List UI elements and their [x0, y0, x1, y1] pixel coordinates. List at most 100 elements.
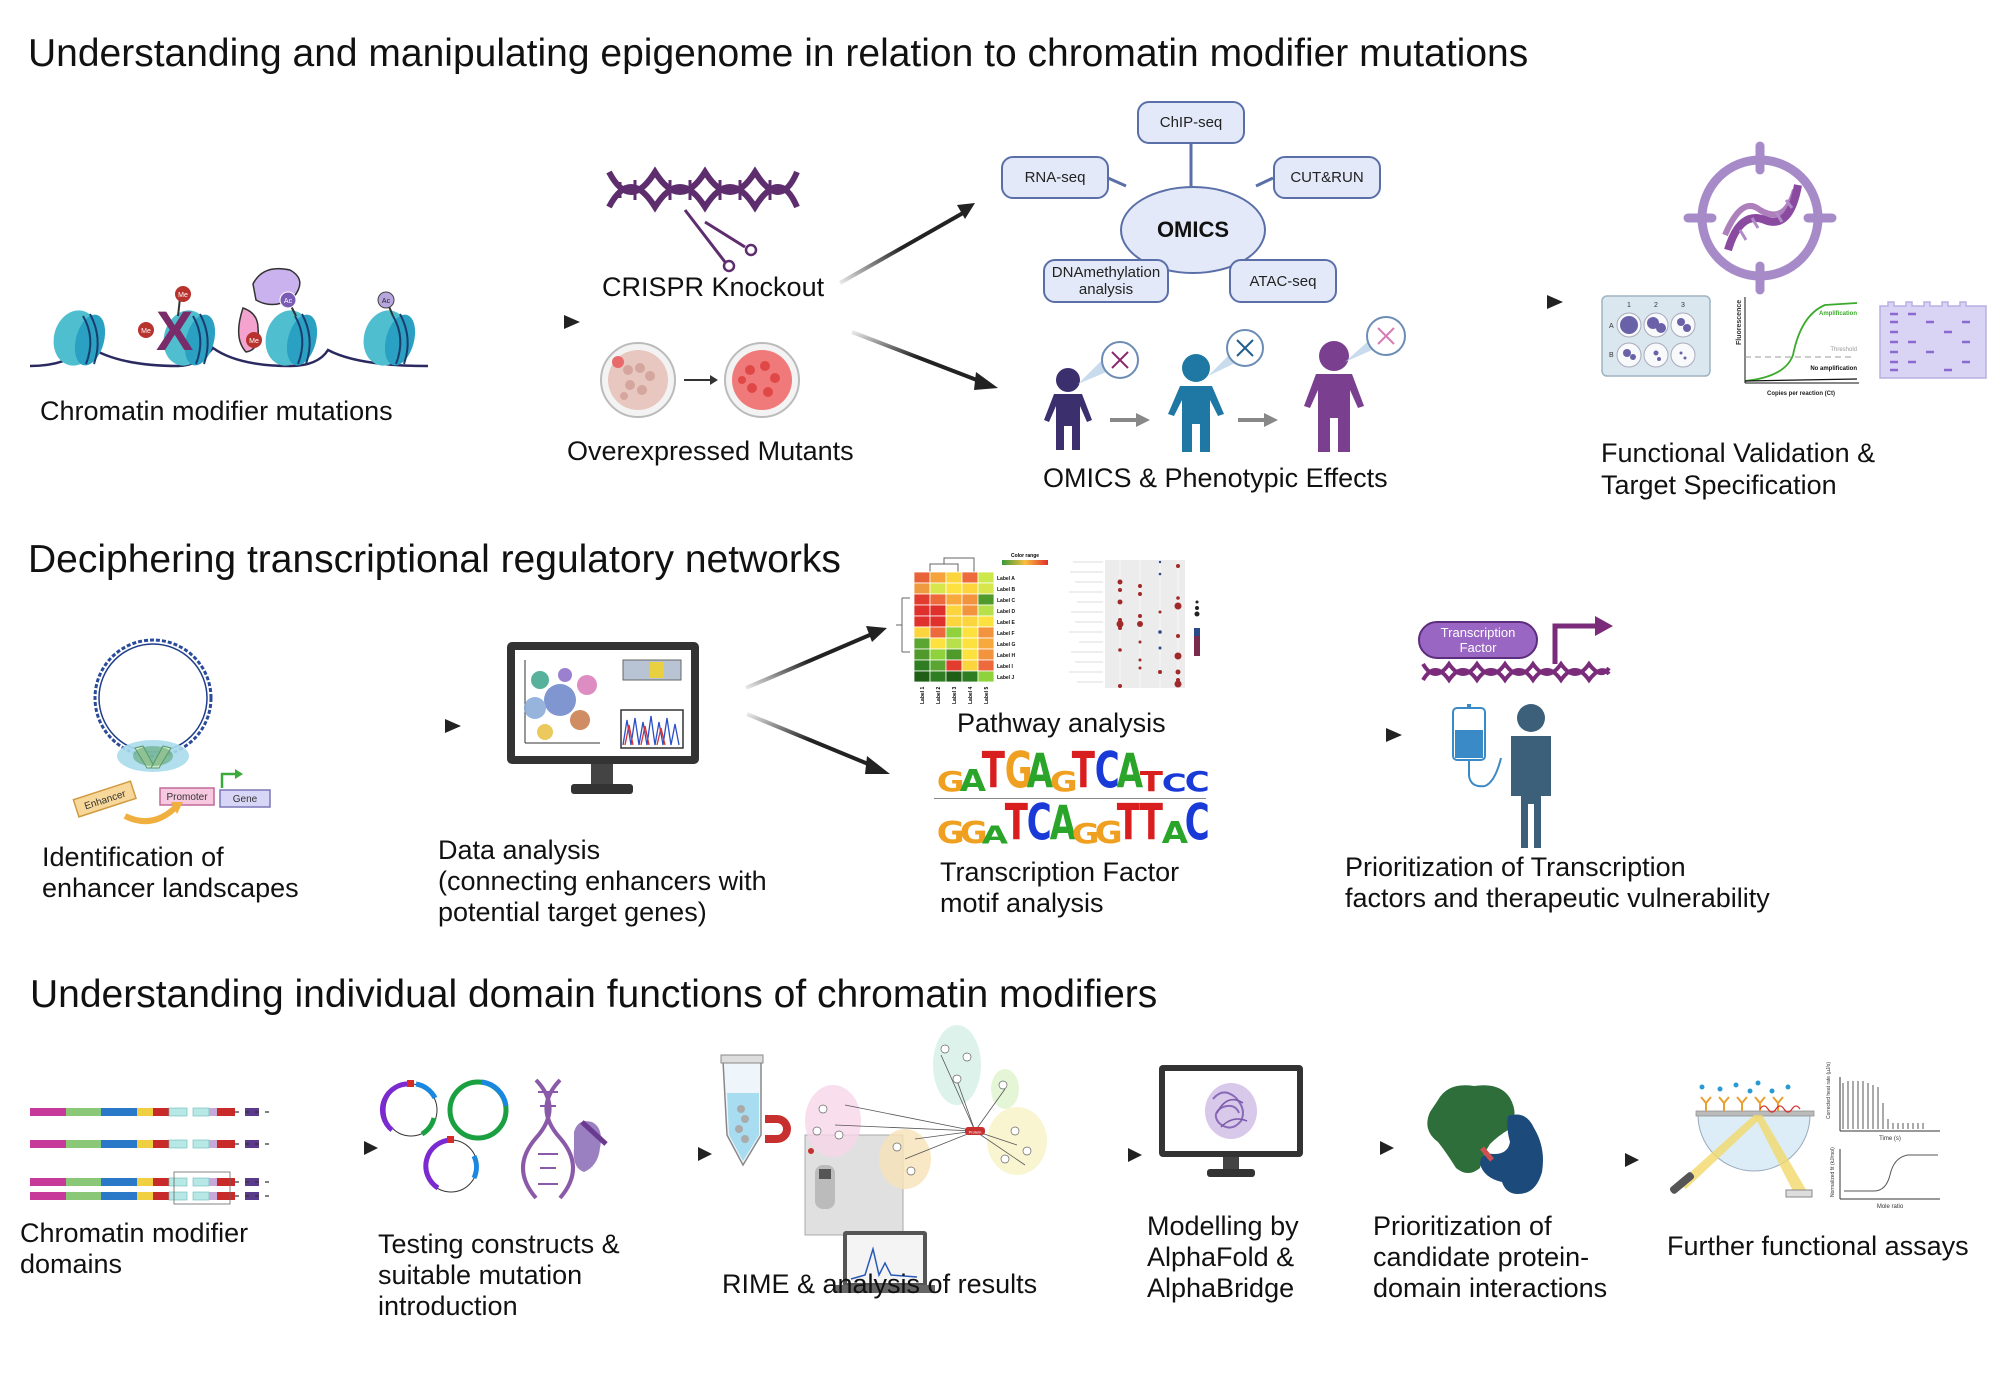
logo-letter: C — [1026, 794, 1052, 852]
gene-tag: Gene — [233, 794, 258, 805]
heatmap-cell — [977, 593, 995, 606]
heatmap-row-label: Label G — [997, 642, 1015, 648]
label-data-analysis-line3: potential target genes) — [438, 897, 707, 927]
logo-letter: G — [1049, 766, 1078, 799]
logo-divider — [934, 798, 1206, 799]
heatmap-cell — [961, 648, 979, 661]
plate-col-label: 3 — [1681, 302, 1685, 309]
domain-segment — [30, 1178, 66, 1186]
logo-letter: T — [1139, 766, 1163, 799]
heatmap-col-label: Label 3 — [952, 687, 958, 704]
heatmap-row-label: Label J — [997, 675, 1014, 681]
domain-segment — [168, 1107, 188, 1117]
monitor-analysis-icon — [507, 642, 699, 794]
heatmap-cell — [977, 637, 995, 650]
arrow-icon — [1242, 728, 1402, 742]
heatmap-cell — [945, 593, 963, 606]
arrow-icon — [1318, 1141, 1394, 1155]
heatmap-cell — [929, 571, 947, 584]
heatmap-cell — [913, 593, 931, 606]
logo-letter: A — [1116, 744, 1144, 800]
heatmap-cell — [977, 571, 995, 584]
domain-segment — [101, 1140, 137, 1148]
arrow-icon — [1403, 295, 1563, 309]
arrow-down-right-icon — [851, 330, 998, 390]
domain-segment — [209, 1108, 217, 1116]
domain-segment — [66, 1140, 101, 1148]
heatmap-cell — [913, 648, 931, 661]
label-testing-constructs-line1: Testing constructs & — [378, 1229, 620, 1259]
label-prioritization-tf-line2: factors and therapeutic vulnerability — [1345, 883, 1770, 913]
petri-dish-icon — [600, 342, 800, 418]
heatmap-col-label: Label 1 — [920, 687, 926, 704]
label-pathway-analysis: Pathway analysis — [957, 708, 1166, 738]
domain-segment — [217, 1192, 235, 1200]
heatmap-row-label: Label I — [997, 664, 1013, 670]
heatmap-col-label: Label 4 — [968, 687, 974, 704]
qpcr-threshold-label: Threshold — [1830, 347, 1857, 353]
domain-segment — [245, 1178, 259, 1186]
logo-letter: C — [1161, 768, 1187, 798]
domain-segment — [66, 1108, 101, 1116]
domain-segment — [168, 1139, 188, 1149]
omics-node-rna-seq: RNA-seq — [1001, 156, 1109, 199]
domain-segment — [30, 1108, 66, 1116]
section-title-transcriptional-networks: Deciphering transcriptional regulatory n… — [28, 538, 841, 581]
dendrogram — [896, 557, 975, 653]
arrow-down-right-icon — [746, 712, 890, 774]
promoter-tag: Promoter — [166, 792, 208, 803]
heatmap-legend-bar — [1002, 560, 1048, 565]
logo-letter: C — [1184, 766, 1210, 799]
logo-letter: G — [1094, 815, 1123, 851]
heatmap-row-label: Label B — [997, 587, 1015, 593]
domain-segment — [217, 1178, 235, 1186]
heatmap-cell — [913, 571, 931, 584]
label-identification-line1: Identification of — [42, 842, 224, 872]
dna-scissors-icon — [606, 166, 800, 273]
domain-segment — [209, 1192, 217, 1200]
heatmap-cell — [961, 593, 979, 606]
label-chromatin-modifier-mutations: Chromatin modifier mutations — [40, 396, 393, 426]
section-title-epigenome: Understanding and manipulating epigenome… — [28, 32, 1529, 75]
arrow-icon — [636, 1147, 712, 1161]
domain-segment — [192, 1107, 210, 1117]
itc-bottom-xlabel: Mole ratio — [1877, 1204, 1904, 1210]
domain-segment — [101, 1178, 137, 1186]
logo-letter: C — [1094, 742, 1120, 800]
domain-segment — [153, 1140, 169, 1148]
label-prioritization-candidate-line3: domain interactions — [1373, 1273, 1608, 1303]
domain-segment — [30, 1140, 66, 1148]
label-chromatin-domains-line2: domains — [20, 1249, 123, 1279]
domain-segment — [168, 1191, 188, 1201]
label-functional-validation-line2: Target Specification — [1601, 470, 1837, 500]
arrow-icon — [305, 719, 461, 733]
heatmap-cell — [977, 582, 995, 595]
label-modelling-line3: AlphaBridge — [1147, 1273, 1295, 1303]
heatmap-cell — [961, 571, 979, 584]
heatmap-cell — [929, 637, 947, 650]
heatmap-cell — [961, 626, 979, 639]
heatmap-cell — [945, 659, 963, 672]
heatmap-row-label: Label D — [997, 609, 1015, 615]
domain-bars-icon — [30, 1107, 270, 1205]
logo-letter: A — [1049, 796, 1076, 852]
heatmap-cell — [945, 637, 963, 650]
dna-target-icon — [1683, 141, 1837, 295]
logo-letter: T — [1004, 794, 1028, 852]
heatmap-cell — [961, 604, 979, 617]
heatmap-col-label: Label 5 — [984, 687, 990, 704]
domain-segment — [168, 1177, 188, 1187]
domain-segment — [192, 1177, 210, 1187]
logo-letter: A — [1161, 815, 1189, 851]
arrow-icon — [1058, 1148, 1142, 1162]
itc-top-xlabel: Time (s) — [1879, 1136, 1901, 1142]
heatmap-cell — [977, 648, 995, 661]
domain-segment — [66, 1192, 101, 1200]
label-overexpressed-mutants: Overexpressed Mutants — [567, 436, 854, 466]
qpcr-ylabel: Fluorescence — [1736, 300, 1743, 345]
me-mark: Me — [178, 292, 188, 299]
domain-segment — [217, 1140, 235, 1148]
domain-segment — [209, 1178, 217, 1186]
omics-node-cut-and-run: CUT&RUN — [1273, 156, 1381, 199]
